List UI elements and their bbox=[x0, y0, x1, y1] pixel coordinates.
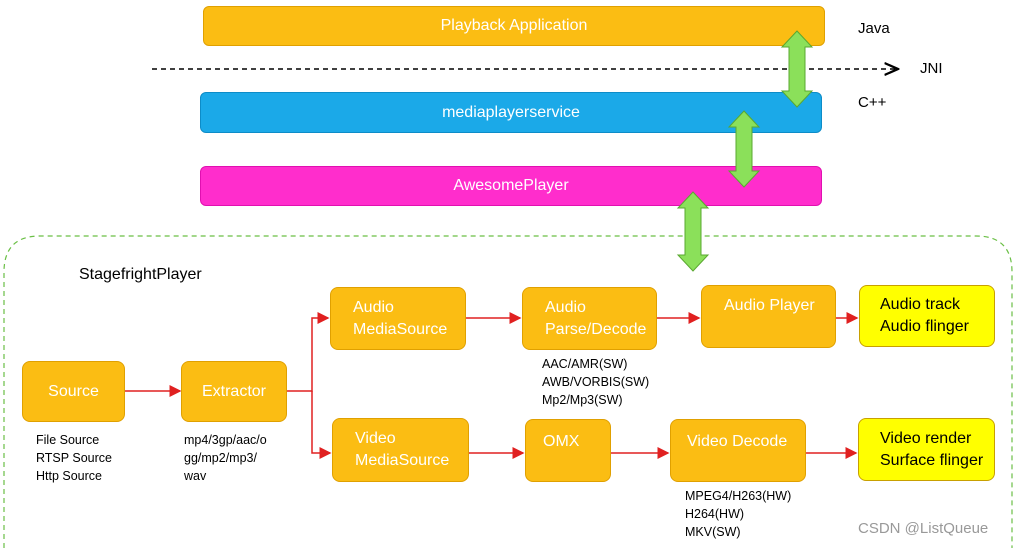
audio-codecs: AAC/AMR(SW) AWB/VORBIS(SW) Mp2/Mp3(SW) bbox=[542, 357, 650, 407]
extractor-formats: mp4/3gp/aac/o gg/mp2/mp3/ wav bbox=[184, 433, 267, 483]
extractor-label: Extractor bbox=[201, 382, 266, 400]
audio-mediasource-box: Audio MediaSource bbox=[330, 287, 466, 350]
omx-label: OMX bbox=[543, 433, 580, 450]
audio-output-label: Audio track Audio flinger bbox=[880, 296, 969, 335]
playback-application-bar: Playback Application bbox=[203, 6, 825, 46]
stagefright-title: StagefrightPlayer bbox=[79, 266, 202, 283]
audio-output-box: Audio track Audio flinger bbox=[859, 285, 995, 347]
arrow-extractor-video-branch bbox=[311, 391, 332, 459]
stagefright-container bbox=[3, 235, 1013, 548]
audio-player-label: Audio Player bbox=[724, 297, 815, 314]
mediaplayerservice-label: mediaplayerservice bbox=[442, 103, 580, 121]
mediaplayerservice-bar: mediaplayerservice bbox=[200, 92, 822, 133]
source-label: Source bbox=[48, 382, 99, 400]
audio-parse-decode-box: Audio Parse/Decode bbox=[522, 287, 657, 350]
video-mediasource-box: Video MediaSource bbox=[332, 418, 469, 482]
arrow-extractor-branch bbox=[287, 312, 330, 392]
java-label: Java bbox=[858, 20, 890, 37]
awesomeplayer-bar: AwesomePlayer bbox=[200, 166, 822, 206]
source-box: Source bbox=[22, 361, 125, 422]
jni-label: JNI bbox=[920, 60, 943, 77]
extractor-box: Extractor bbox=[181, 361, 287, 422]
cpp-label: C++ bbox=[858, 94, 887, 111]
awesomeplayer-label: AwesomePlayer bbox=[453, 177, 569, 194]
video-decode-label: Video Decode bbox=[687, 433, 788, 450]
video-output-label: Video render Surface flinger bbox=[880, 429, 984, 469]
video-decode-box: Video Decode bbox=[670, 419, 806, 482]
source-types: File Source RTSP Source Http Source bbox=[36, 433, 112, 483]
playback-application-label: Playback Application bbox=[440, 17, 588, 34]
omx-box: OMX bbox=[525, 419, 611, 482]
video-mediasource-label: Video MediaSource bbox=[355, 430, 450, 469]
audio-parse-decode-label: Audio Parse/Decode bbox=[545, 298, 647, 338]
green-double-arrow-app-service bbox=[780, 30, 814, 108]
csdn-watermark: CSDN @ListQueue bbox=[858, 520, 989, 537]
green-double-arrow-player-stagefright bbox=[676, 191, 710, 272]
audio-player-box: Audio Player bbox=[701, 285, 836, 348]
audio-mediasource-label: Audio MediaSource bbox=[353, 298, 448, 338]
video-output-box: Video render Surface flinger bbox=[858, 418, 995, 481]
video-codecs: MPEG4/H263(HW) H264(HW) MKV(SW) bbox=[685, 489, 792, 539]
green-double-arrow-service-player bbox=[727, 110, 761, 188]
